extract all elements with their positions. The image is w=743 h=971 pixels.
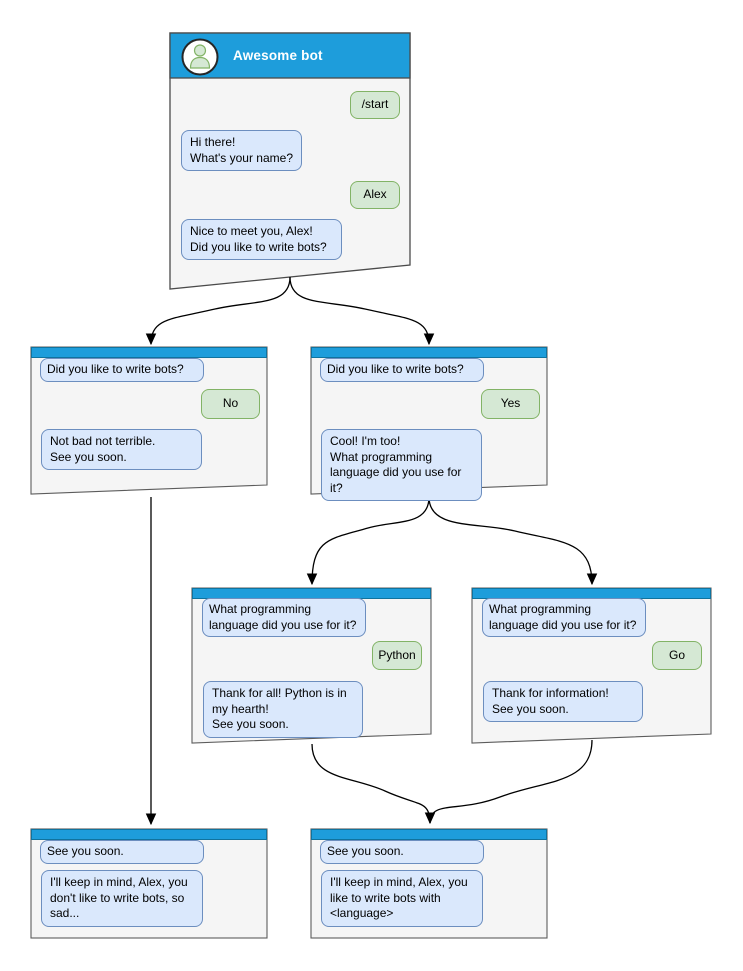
branch-go-reply: Thank for information! See you soon. [483, 681, 643, 723]
end-yes-reply: I'll keep in mind, Alex, you like to wri… [321, 870, 483, 927]
end-no-question: See you soon. [40, 840, 204, 864]
branch-python-header-bar [192, 588, 431, 599]
end-yes-question: See you soon. [320, 840, 484, 864]
branch-python-reply: Thank for all! Python is in my hearth! S… [203, 681, 363, 738]
branch-go-header-bar [472, 588, 711, 599]
edge-main-to-yes [289, 276, 435, 346]
message-nice-to-meet: Nice to meet you, Alex! Did you like to … [181, 219, 342, 261]
branch-go-question: What programming language did you use fo… [482, 598, 646, 638]
message-greeting: Hi there! What's your name? [181, 130, 302, 172]
edge-yes-to-python [306, 496, 430, 586]
branch-python-question: What programming language did you use fo… [202, 598, 366, 638]
end-no-header-bar [31, 829, 267, 840]
branch-yes-answer: Yes [481, 389, 540, 419]
end-no-reply: I'll keep in mind, Alex, you don't like … [41, 870, 203, 927]
edge-python-to-end [311, 743, 436, 825]
branch-python-answer: Python [372, 641, 422, 670]
person-icon [193, 44, 207, 57]
edge-yes-to-go [428, 496, 598, 586]
branch-no-reply: Not bad not terrible. See you soon. [41, 429, 202, 471]
branch-no-answer: No [201, 389, 260, 419]
message-name: Alex [350, 181, 400, 209]
window-title: Awesome bot [233, 48, 323, 63]
branch-yes-question: Did you like to write bots? [320, 358, 484, 382]
branch-go-answer: Go [652, 641, 702, 670]
end-yes-header-bar [311, 829, 547, 840]
edge-go-to-end [429, 739, 593, 824]
branch-yes-reply: Cool! I'm too! What programming language… [321, 429, 482, 502]
branch-no-header-bar [31, 347, 267, 358]
person-icon-body [189, 56, 211, 69]
message-start: /start [350, 91, 400, 119]
branch-yes-header-bar [311, 347, 547, 358]
branch-no-question: Did you like to write bots? [40, 358, 204, 382]
edge-main-to-no [145, 276, 291, 346]
